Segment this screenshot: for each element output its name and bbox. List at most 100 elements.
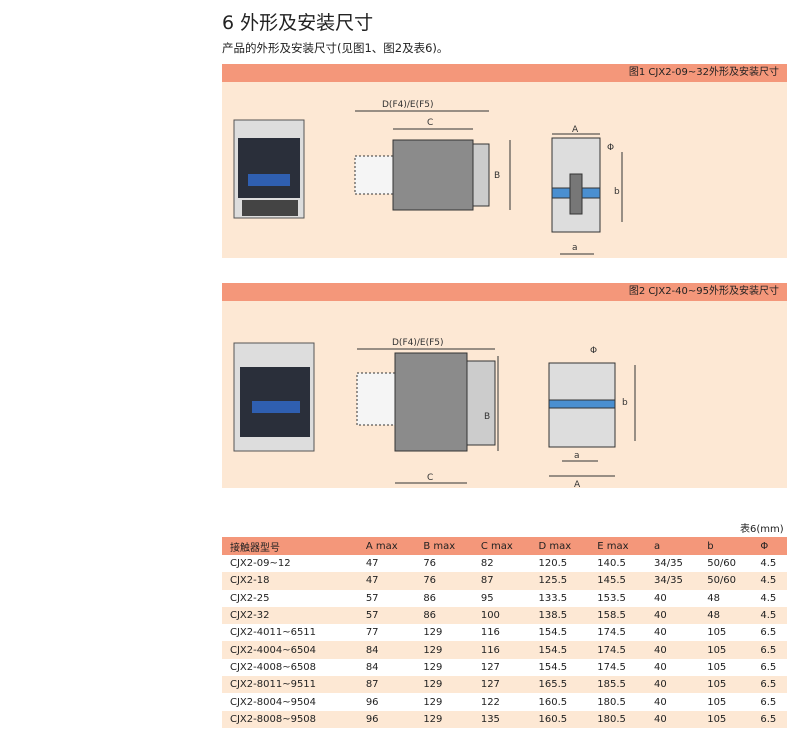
table-unit: 表6(mm) bbox=[740, 524, 784, 535]
table-cell: 82 bbox=[480, 558, 494, 570]
label-A: A bbox=[572, 125, 579, 135]
table-cell: CJX2-4011~6511 bbox=[230, 627, 317, 639]
table-cell: 129 bbox=[423, 627, 443, 639]
table-cell: 4.5 bbox=[752, 606, 787, 625]
table-cell: 84 bbox=[365, 661, 379, 673]
column-header: C max bbox=[472, 537, 531, 555]
table-cell: 160.5 bbox=[530, 710, 590, 728]
figure-2-panel: 图2 CJX2-40~95外形及安装尺寸 D(F4)/E(F5) C B Φ b… bbox=[222, 283, 787, 490]
table-cell: 158.5 bbox=[589, 606, 647, 625]
table-cell: 105 bbox=[699, 676, 753, 694]
table-cell: CJX2-25 bbox=[230, 592, 270, 604]
table-cell: 129 bbox=[415, 710, 473, 728]
column-header: b bbox=[699, 537, 753, 555]
table-cell: 129 bbox=[415, 676, 473, 694]
table-cell: CJX2-09~12 bbox=[230, 558, 291, 570]
section-subtitle: 产品的外形及安装尺寸(见图1、图2及表6)。 bbox=[222, 41, 449, 55]
column-header: a bbox=[646, 537, 700, 555]
table-cell: 127 bbox=[472, 676, 531, 694]
table-cell: 95 bbox=[480, 592, 494, 604]
table-cell: 129 bbox=[415, 641, 473, 659]
table-cell: 135 bbox=[472, 710, 531, 728]
table-cell: 4.5 bbox=[760, 592, 777, 604]
column-header: A max bbox=[357, 537, 416, 555]
label-phi: Φ bbox=[607, 143, 614, 153]
table-cell: 153.5 bbox=[597, 592, 626, 604]
table-cell: 86 bbox=[415, 606, 473, 625]
table-cell: 125.5 bbox=[530, 572, 590, 590]
table-cell: 185.5 bbox=[589, 676, 647, 694]
contactor-photo-small bbox=[233, 119, 305, 219]
table-cell: 50/60 bbox=[707, 558, 737, 570]
table-cell: 47 bbox=[365, 558, 379, 570]
table-cell: 76 bbox=[415, 572, 473, 590]
table-cell: 86 bbox=[423, 592, 437, 604]
table-cell: 57 bbox=[365, 592, 379, 604]
table-cell: 4.5 bbox=[760, 558, 777, 570]
label-c: C bbox=[427, 118, 433, 128]
table-cell: 40 bbox=[654, 696, 667, 708]
label-c-2: C bbox=[427, 473, 433, 483]
table-cell: 47 bbox=[357, 572, 416, 590]
table-cell: 154.5 bbox=[538, 627, 568, 639]
table-cell: 6.5 bbox=[752, 676, 787, 694]
front-view bbox=[551, 133, 623, 255]
table-cell: 140.5 bbox=[597, 558, 626, 570]
table-cell: 40 bbox=[646, 641, 700, 659]
table-cell: 6.5 bbox=[752, 710, 787, 728]
label-b-small: b bbox=[614, 187, 620, 197]
table-cell: 160.5 bbox=[538, 696, 568, 708]
label-d-e-2: D(F4)/E(F5) bbox=[392, 338, 444, 348]
table-cell: 122 bbox=[480, 696, 500, 708]
table-cell: CJX2-4008~6508 bbox=[230, 661, 317, 673]
table-cell: 174.5 bbox=[597, 661, 626, 673]
table-cell: 87 bbox=[357, 676, 416, 694]
table-cell: 116 bbox=[472, 641, 531, 659]
table-cell: 57 bbox=[357, 606, 416, 625]
label-b-2: B bbox=[484, 412, 490, 422]
table-cell: 40 bbox=[654, 592, 667, 604]
table-cell: CJX2-8004~9504 bbox=[230, 696, 317, 708]
column-header: D max bbox=[530, 537, 590, 555]
table-cell: 50/60 bbox=[699, 572, 753, 590]
table-cell: 180.5 bbox=[597, 696, 626, 708]
table-cell: 96 bbox=[357, 710, 416, 728]
table-cell: 105 bbox=[707, 661, 727, 673]
table-cell: 138.5 bbox=[530, 606, 590, 625]
table-cell: 6.5 bbox=[752, 641, 787, 659]
table-cell: 40 bbox=[654, 661, 667, 673]
label-d-e: D(F4)/E(F5) bbox=[382, 100, 434, 110]
label-a: a bbox=[572, 243, 578, 253]
figure-2-drawing: D(F4)/E(F5) C B Φ b a A bbox=[233, 338, 636, 490]
label-a-2: a bbox=[574, 451, 580, 461]
table-cell: 129 bbox=[423, 661, 443, 673]
label-b: B bbox=[494, 171, 500, 181]
table-cell: 34/35 bbox=[646, 572, 700, 590]
table-cell: 6.5 bbox=[760, 696, 777, 708]
table-cell: 129 bbox=[423, 696, 443, 708]
table-cell: CJX2-32 bbox=[222, 606, 358, 625]
table-cell: CJX2-8008~9508 bbox=[222, 710, 358, 728]
table-cell: 105 bbox=[707, 696, 727, 708]
table-cell: 40 bbox=[646, 710, 700, 728]
front-view-2 bbox=[548, 362, 636, 477]
column-header: E max bbox=[589, 537, 647, 555]
column-header: 接触器型号 bbox=[222, 537, 358, 555]
table-cell: CJX2-4004~6504 bbox=[222, 641, 358, 659]
label-phi-2: Φ bbox=[590, 346, 597, 356]
table-cell: 105 bbox=[699, 710, 753, 728]
table-cell: 6.5 bbox=[760, 627, 777, 639]
table-cell: 76 bbox=[423, 558, 437, 570]
table-cell: CJX2-18 bbox=[222, 572, 358, 590]
table-cell: 105 bbox=[707, 627, 727, 639]
